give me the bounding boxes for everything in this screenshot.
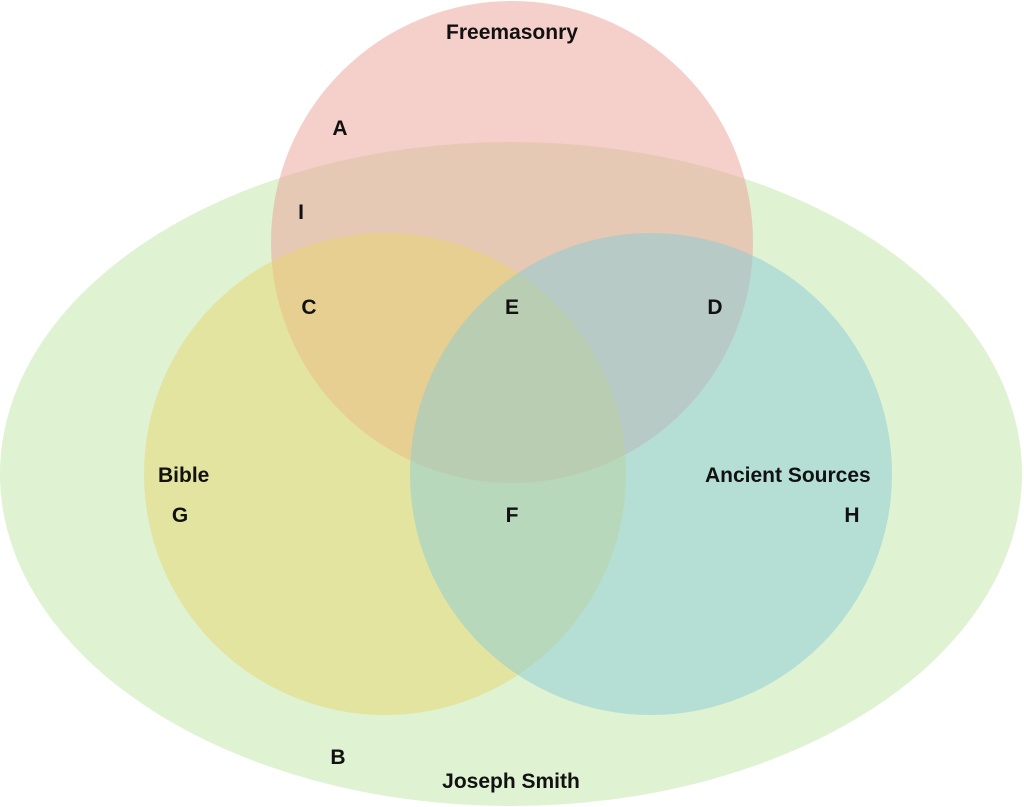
region-i-label: I — [298, 201, 304, 224]
region-d-label: D — [707, 296, 722, 319]
ancient-sources-circle — [410, 233, 892, 715]
joseph-smith-label: Joseph Smith — [442, 770, 580, 793]
region-c-label: C — [301, 296, 316, 319]
region-b-label: B — [330, 746, 345, 769]
region-g-label: G — [172, 504, 188, 527]
region-a-label: A — [332, 117, 347, 140]
bible-label: Bible — [158, 464, 209, 487]
region-f-label: F — [506, 504, 519, 527]
ancient-sources-label: Ancient Sources — [705, 464, 871, 487]
region-h-label: H — [844, 504, 859, 527]
region-e-label: E — [505, 296, 519, 319]
freemasonry-label: Freemasonry — [446, 21, 578, 44]
